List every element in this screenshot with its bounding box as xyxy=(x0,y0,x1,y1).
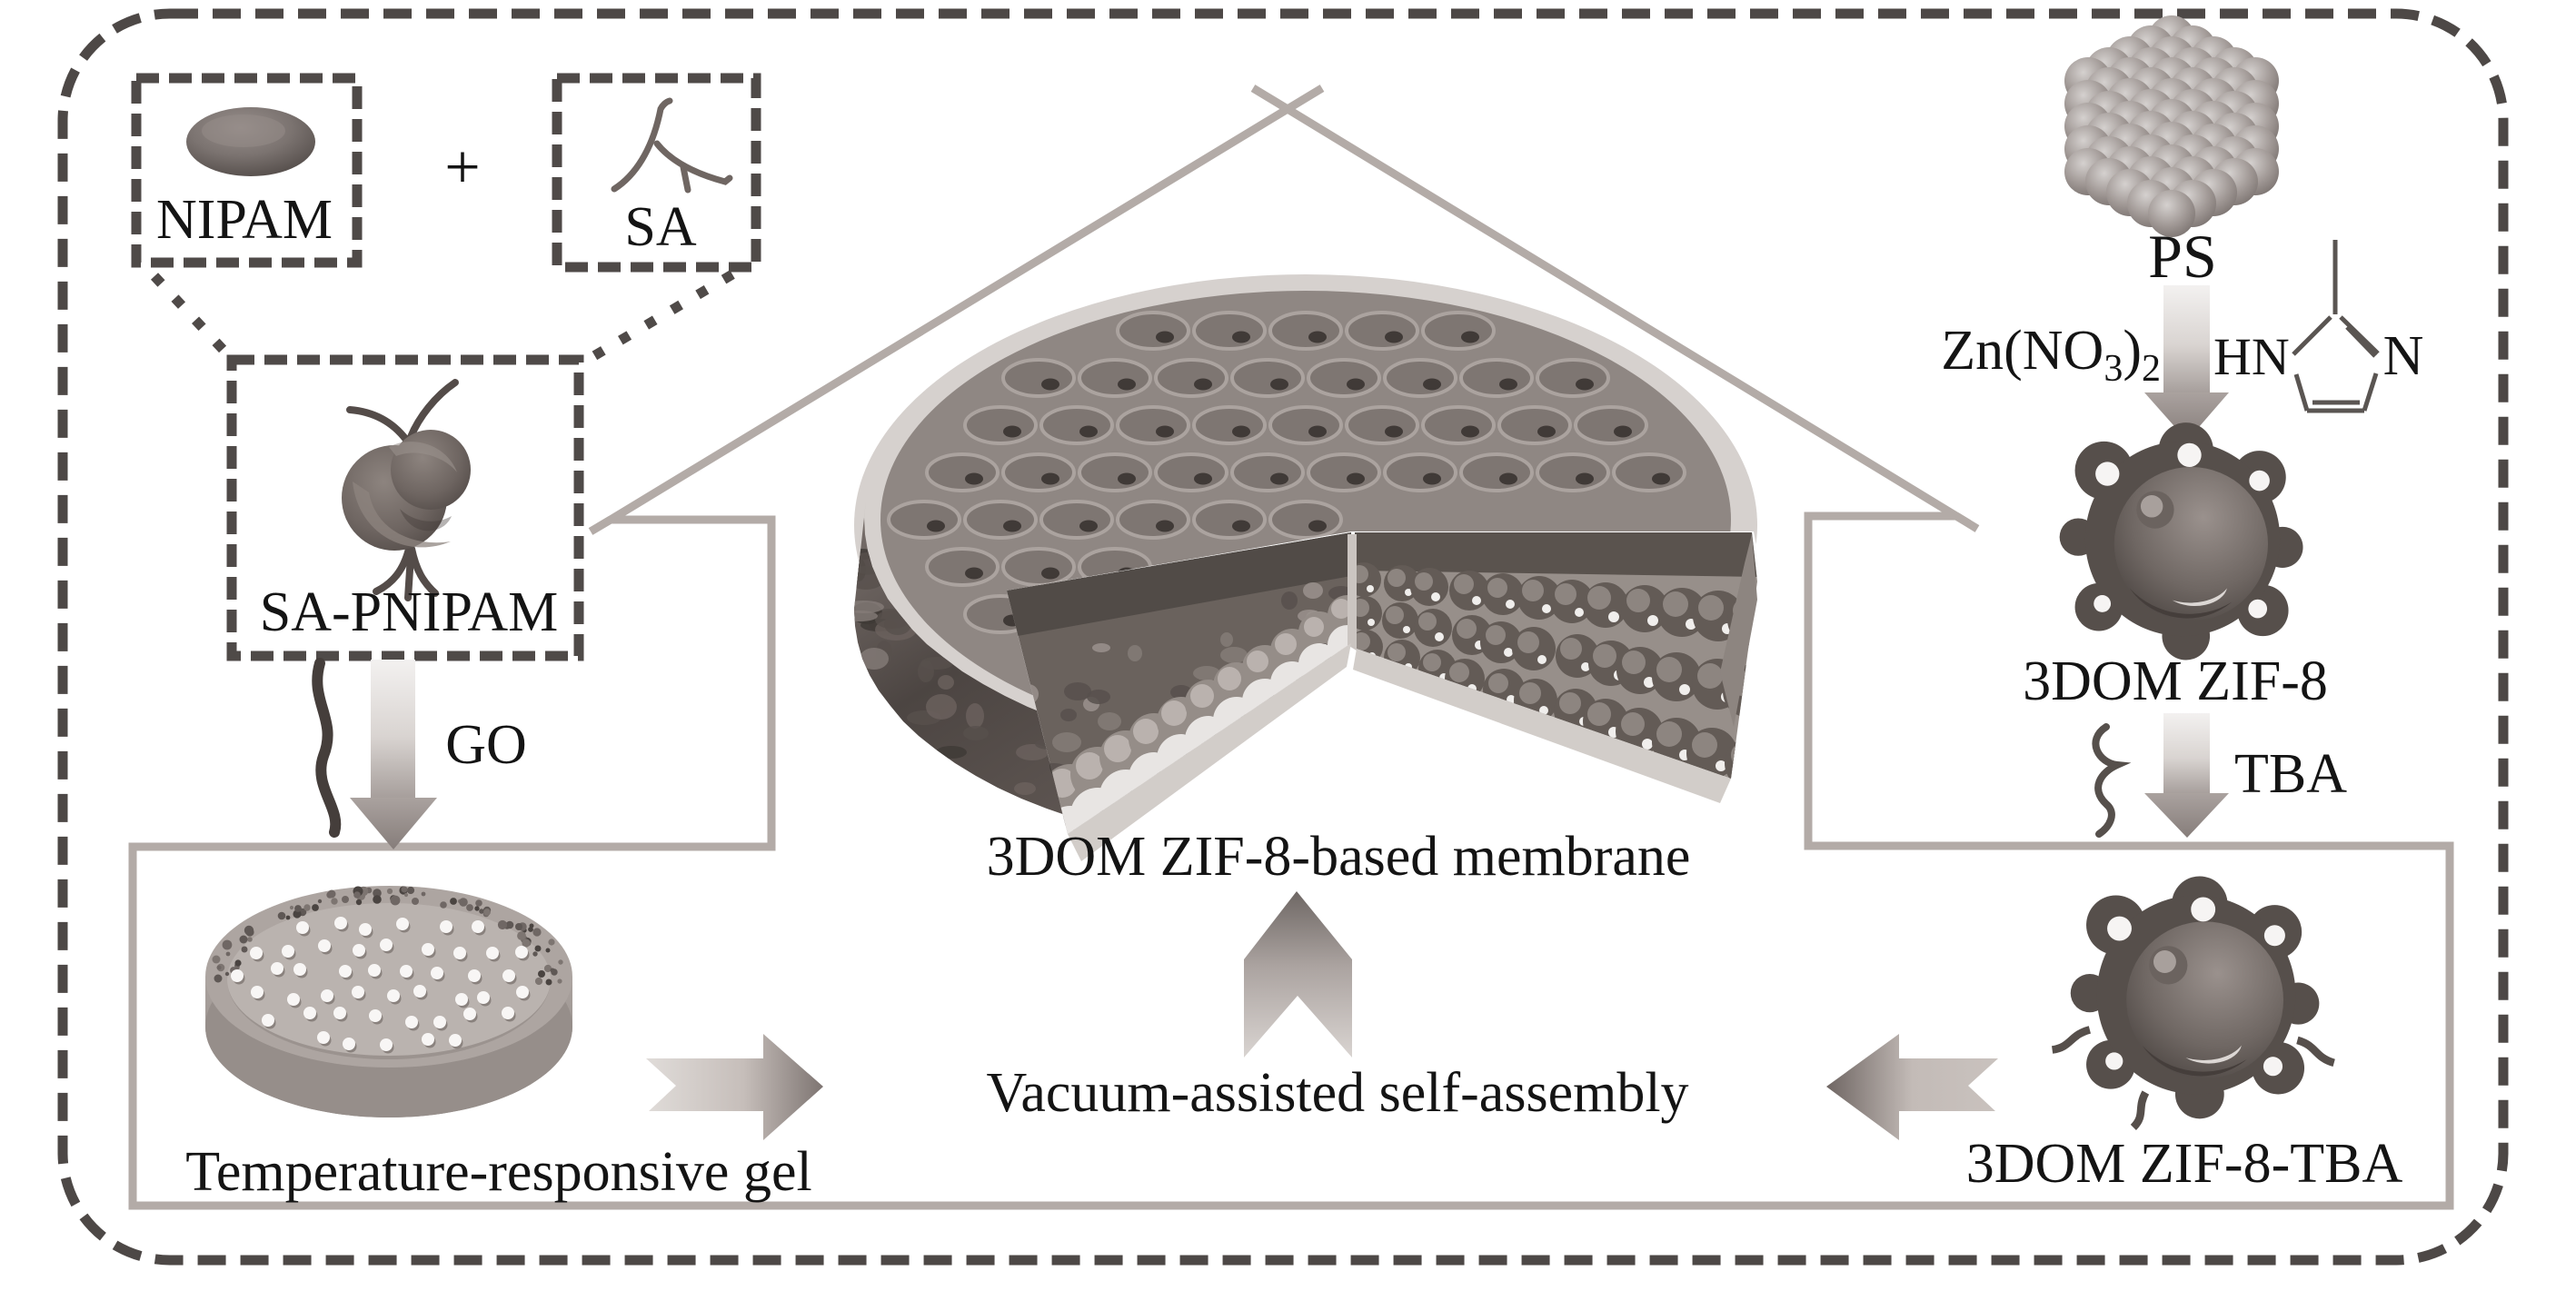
svg-text:N: N xyxy=(2383,325,2424,387)
svg-text:NIPAM: NIPAM xyxy=(156,189,333,251)
svg-text:PS: PS xyxy=(2148,222,2217,291)
svg-text:SA-PNIPAM: SA-PNIPAM xyxy=(260,581,559,643)
svg-text:3DOM ZIF-8-TBA: 3DOM ZIF-8-TBA xyxy=(1966,1133,2403,1195)
svg-text:SA: SA xyxy=(624,196,696,258)
svg-text:+: + xyxy=(444,133,480,203)
svg-text:HN: HN xyxy=(2213,327,2290,386)
svg-text:3DOM ZIF-8-based membrane: 3DOM ZIF-8-based membrane xyxy=(987,826,1691,888)
svg-text:TBA: TBA xyxy=(2234,743,2347,805)
svg-text:GO: GO xyxy=(445,714,527,776)
svg-text:3DOM ZIF-8: 3DOM ZIF-8 xyxy=(2023,651,2328,712)
svg-text:Temperature-responsive gel: Temperature-responsive gel xyxy=(185,1141,811,1203)
svg-text:Zn(NO3)2: Zn(NO3)2 xyxy=(1941,320,2161,390)
svg-text:Vacuum-assisted self-assembly: Vacuum-assisted self-assembly xyxy=(986,1062,1688,1124)
